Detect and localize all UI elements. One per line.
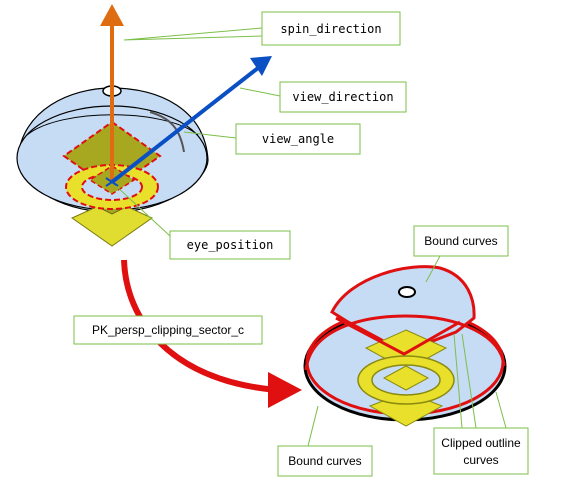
callout-eye-position: eye_position: [115, 185, 291, 260]
callout-clipped-outline: Clipped outline curves: [433, 333, 529, 475]
view-direction-arrow: [110, 66, 260, 184]
clipped-dome: [330, 265, 476, 354]
eye-position-marker: [105, 177, 119, 187]
callout-spin-direction: spin_direction: [123, 11, 401, 46]
callout-bound-curves-top: Bound curves: [413, 225, 509, 283]
callout-view-direction: view_direction: [239, 81, 407, 113]
label-clipped-outline-line1: Clipped outline: [441, 436, 521, 450]
clipped-hole: [398, 286, 416, 298]
label-bound-curves-top: Bound curves: [424, 234, 497, 248]
solid-lower-diamond: [70, 199, 154, 247]
label-function-name: PK_persp_clipping_sector_c: [92, 323, 244, 337]
top-figure: [16, 4, 272, 247]
clipped-outline-v: [335, 316, 461, 356]
label-spin-direction: spin_direction: [280, 22, 381, 36]
label-view-angle: view_angle: [262, 132, 334, 146]
label-clipped-outline-line2: curves: [463, 453, 498, 467]
label-bound-curves-bottom: Bound curves: [288, 454, 361, 468]
callout-bound-curves-bottom: Bound curves: [277, 405, 373, 477]
label-eye-position: eye_position: [187, 238, 274, 252]
callout-view-angle: view_angle: [183, 123, 361, 155]
label-view-direction: view_direction: [292, 90, 393, 104]
callout-function-name: PK_persp_clipping_sector_c: [73, 315, 263, 345]
bottom-figure: [303, 265, 507, 427]
